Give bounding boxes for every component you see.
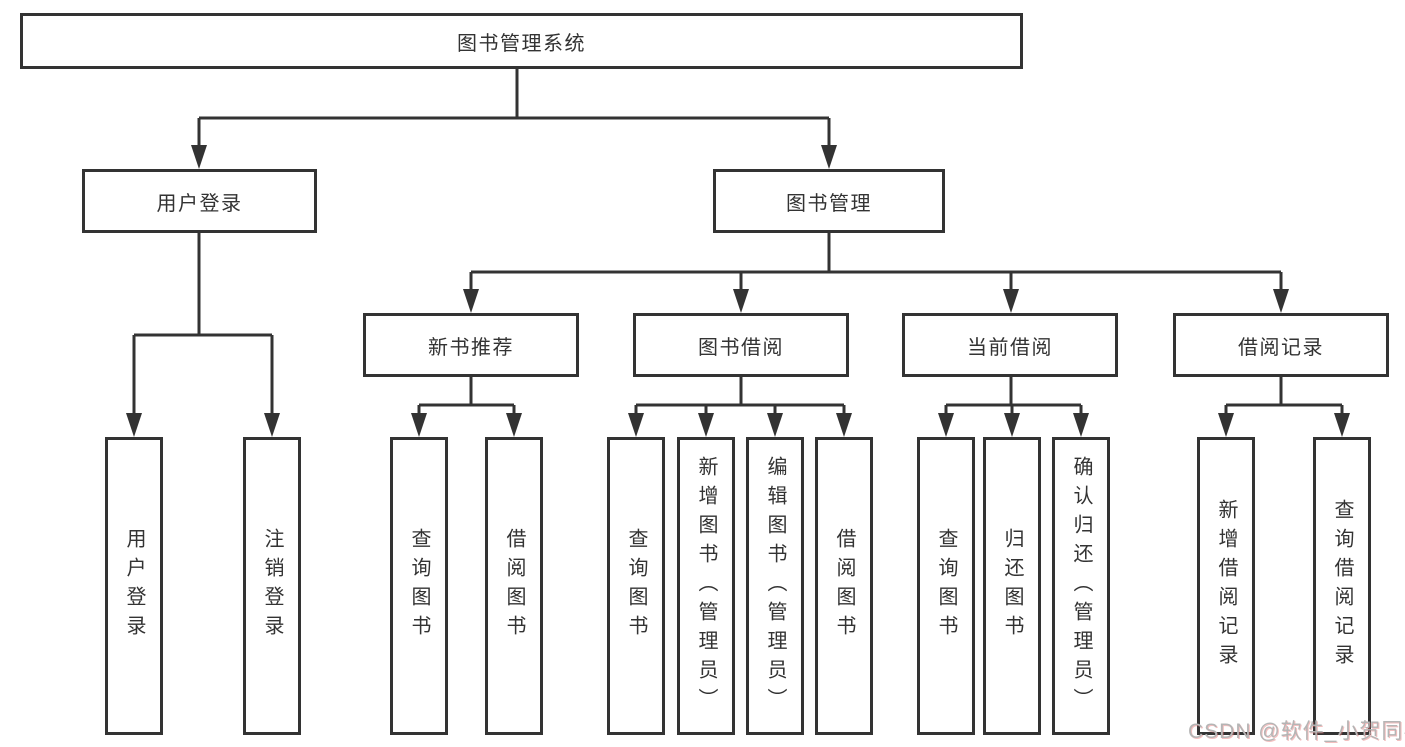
node-label: 新增借阅记录 [1215,499,1237,673]
node-label: 借阅记录 [1238,336,1324,359]
leaf-user-login-action: 用户登录 [105,437,163,735]
watermark: CSDN @软件_小贺同学 [1188,720,1405,743]
arrow-down-icon [191,145,207,169]
node-label: 借阅图书 [503,528,525,644]
arrow-down-icon [1004,413,1020,437]
node-label: 图书管理 [786,192,872,215]
node-label: 查询借阅记录 [1331,499,1353,673]
connector-current-borrow-to-leaves [938,377,1089,437]
arrow-down-icon [1273,289,1289,313]
leaf-confirm-return-admin: 确认归还（管理员） [1052,437,1110,735]
node-book-borrow: 图书借阅 [633,313,849,377]
connector-user-login-to-leaves [126,232,280,437]
leaf-add-book-admin: 新增图书（管理员） [677,437,735,735]
connector-new-book-recommend-to-leaves [411,377,522,437]
node-label: 图书管理系统 [457,32,586,55]
arrow-down-icon [264,413,280,437]
node-label: 用户登录 [156,192,243,215]
connector-root-to-level2 [191,69,837,169]
arrow-down-icon [938,413,954,437]
arrow-down-icon [411,413,427,437]
arrow-down-icon [506,413,522,437]
leaf-borrow-books: 借阅图书 [815,437,873,735]
leaf-query-books-borrow: 查询图书 [607,437,665,735]
node-label: 查询图书 [625,528,647,644]
arrow-down-icon [1334,413,1350,437]
leaf-edit-book-admin: 编辑图书（管理员） [746,437,804,735]
node-new-book-recommend: 新书推荐 [363,313,579,377]
node-current-borrow: 当前借阅 [902,313,1118,377]
node-label: 新书推荐 [428,336,514,359]
node-label: 图书借阅 [698,336,784,359]
node-library-management-system: 图书管理系统 [20,13,1023,69]
arrow-down-icon [1003,289,1019,313]
arrow-down-icon [1073,413,1089,437]
node-book-management: 图书管理 [713,169,945,233]
node-label: 查询图书 [935,528,957,644]
arrow-down-icon [1218,413,1234,437]
leaf-return-book: 归还图书 [983,437,1041,735]
arrow-down-icon [836,413,852,437]
node-label: 借阅图书 [833,528,855,644]
node-label: 新增图书（管理员） [695,455,717,717]
connector-book-borrow-to-leaves [628,377,852,437]
node-user-login: 用户登录 [82,169,317,233]
node-label: 用户登录 [123,528,145,644]
arrow-down-icon [628,413,644,437]
connector-borrow-records-to-leaves [1218,377,1350,437]
leaf-query-books-current: 查询图书 [917,437,975,735]
arrow-down-icon [463,289,479,313]
leaf-query-books-recommend: 查询图书 [390,437,448,735]
node-borrow-records: 借阅记录 [1173,313,1389,377]
arrow-down-icon [698,413,714,437]
arrow-down-icon [767,413,783,437]
arrow-down-icon [821,145,837,169]
node-label: 确认归还（管理员） [1070,455,1092,717]
arrow-down-icon [126,413,142,437]
arrow-down-icon [733,289,749,313]
leaf-query-borrow-record: 查询借阅记录 [1313,437,1371,735]
connector-book-management-to-level3 [463,232,1289,313]
leaf-borrow-books-recommend: 借阅图书 [485,437,543,735]
leaf-add-borrow-record: 新增借阅记录 [1197,437,1255,735]
node-label: 查询图书 [408,528,430,644]
leaf-logout: 注销登录 [243,437,301,735]
node-label: 注销登录 [261,528,283,644]
node-label: 归还图书 [1001,528,1023,644]
node-label: 编辑图书（管理员） [764,455,786,717]
node-label: 当前借阅 [967,336,1053,359]
